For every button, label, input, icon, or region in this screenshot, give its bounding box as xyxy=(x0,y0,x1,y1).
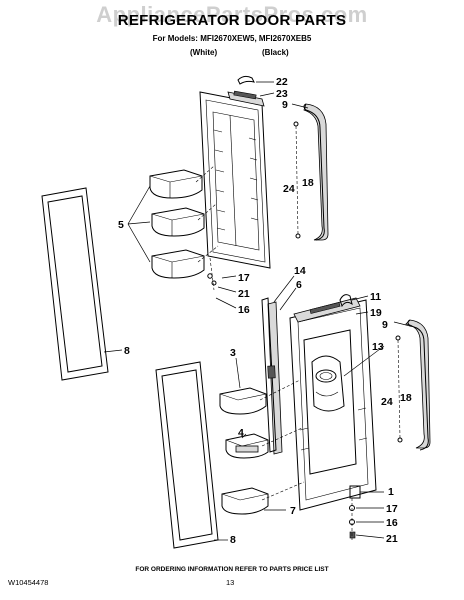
callout-17-lower: 17 xyxy=(386,503,398,515)
callout-16-lower: 16 xyxy=(386,517,398,529)
callout-21-upper: 21 xyxy=(238,288,250,300)
callout-14: 14 xyxy=(294,265,306,277)
lower-handle xyxy=(393,319,431,451)
callout-24-upper: 24 xyxy=(283,183,295,195)
page-number: 13 xyxy=(226,578,235,587)
document-part-number: W10454478 xyxy=(8,578,49,587)
watermark: AppliancePartsPros.com xyxy=(96,2,368,27)
callout-4: 4 xyxy=(238,427,244,439)
callout-16-upper: 16 xyxy=(238,304,250,316)
door-bins-lower xyxy=(219,357,305,515)
callout-3: 3 xyxy=(230,347,236,359)
color-black-label: (Black) xyxy=(262,48,289,57)
upper-gasket xyxy=(41,187,123,381)
callout-7: 7 xyxy=(290,505,296,517)
callout-24-lower: 24 xyxy=(381,396,393,408)
callout-18-lower: 18 xyxy=(400,392,412,404)
door-bins-upper xyxy=(127,165,219,279)
callout-11: 11 xyxy=(370,291,381,303)
model-numbers: For Models: MFI2670XEW5, MFI2670XEB5 xyxy=(152,34,312,43)
callout-8-lower: 8 xyxy=(230,534,236,546)
page-title: REFRIGERATOR DOOR PARTS xyxy=(117,12,347,29)
callout-9-lower: 9 xyxy=(382,319,388,331)
ordering-note: FOR ORDERING INFORMATION REFER TO PARTS … xyxy=(135,566,329,573)
upper-hinge-parts xyxy=(207,75,275,309)
color-white-label: (White) xyxy=(190,48,218,57)
callout-5: 5 xyxy=(118,219,124,231)
lower-hinge-parts xyxy=(339,294,385,377)
callout-18-upper: 18 xyxy=(302,177,314,189)
callout-6: 6 xyxy=(296,279,302,291)
lower-door-liner xyxy=(289,297,377,511)
upper-handle xyxy=(291,103,329,241)
callout-21-lower: 21 xyxy=(386,533,398,545)
callout-17-upper: 17 xyxy=(238,272,250,284)
lower-gasket xyxy=(155,361,228,549)
callout-19: 19 xyxy=(370,307,382,319)
callout-23: 23 xyxy=(276,88,288,100)
lower-door-bottom-hardware xyxy=(349,485,385,540)
callout-8-upper: 8 xyxy=(124,345,130,357)
callout-13: 13 xyxy=(372,341,384,353)
callout-22: 22 xyxy=(276,76,288,88)
callout-1: 1 xyxy=(388,486,394,498)
upper-door-liner xyxy=(199,90,271,269)
flipper-mullion xyxy=(261,275,297,455)
callout-9-upper: 9 xyxy=(282,99,288,111)
